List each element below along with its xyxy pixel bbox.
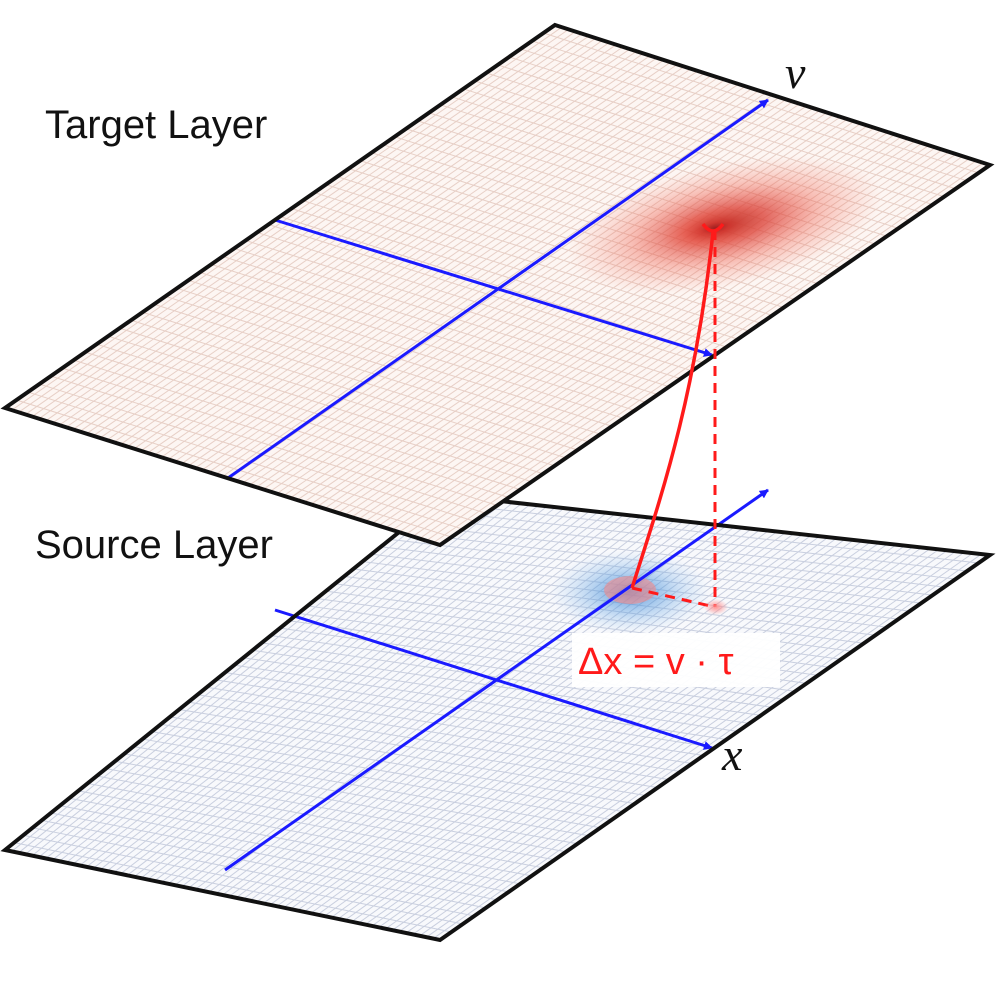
grid-line [106, 57, 658, 441]
grid-line [38, 35, 590, 420]
x-axis-label: x [721, 729, 743, 780]
grid-line [59, 42, 610, 426]
grid-line [412, 550, 957, 935]
grid-line [79, 504, 539, 866]
v-axis-label: v [785, 47, 806, 98]
grid-line [371, 545, 906, 927]
grid-line [11, 495, 454, 852]
grid-line [52, 501, 505, 861]
grid-line [358, 543, 889, 924]
grid-line [52, 39, 603, 424]
projected-point-marker [704, 599, 728, 615]
grid-line [385, 547, 923, 930]
grid-line [242, 101, 794, 484]
grid-line [405, 549, 948, 934]
grid-line [18, 496, 463, 854]
grid-line [79, 48, 631, 432]
grid-line [181, 81, 733, 465]
grid-line [154, 72, 705, 456]
displacement-connectors [630, 222, 728, 615]
trajectory-endpoint-cap [701, 222, 725, 233]
target-layer-label: Target Layer [45, 103, 267, 147]
grid-line [127, 511, 599, 876]
grid-line [113, 509, 582, 873]
grid-line [330, 539, 855, 918]
target-blob-core [661, 203, 769, 253]
grid-line [93, 506, 557, 869]
grid-line [31, 33, 583, 417]
grid-line [161, 74, 712, 458]
grid-line [337, 540, 863, 920]
grid-line [99, 507, 565, 871]
grid-line [229, 96, 780, 480]
grid-line [167, 77, 719, 460]
grid-line [93, 53, 644, 437]
grid-line [398, 548, 940, 932]
grid-line [235, 98, 787, 482]
source-axis-x [274, 608, 713, 750]
grid-line [392, 548, 931, 931]
grid-line [147, 514, 625, 880]
grid-line [25, 31, 576, 415]
grid-line [303, 535, 820, 913]
grid-line [147, 70, 699, 454]
source-plane-outline [0, 492, 996, 943]
grid-line [31, 498, 480, 857]
grid-line [45, 37, 597, 422]
grid-line [215, 92, 766, 475]
grid-line [72, 503, 531, 865]
grid-line [344, 541, 872, 921]
grid-line [195, 85, 746, 469]
grid-line [419, 551, 965, 937]
grid-line [45, 500, 497, 859]
grid-line [133, 66, 685, 450]
grid-line [18, 28, 569, 413]
source-layer-label: Source Layer [35, 523, 273, 567]
grid-line [290, 533, 803, 910]
source-layer: x [0, 488, 996, 943]
target-axis-v [227, 98, 769, 480]
grid-line [11, 26, 563, 411]
grid-line [86, 505, 548, 868]
grid-line [65, 44, 617, 428]
grid-line [174, 79, 726, 462]
grid-line [59, 502, 514, 862]
grid-line [364, 544, 897, 925]
grid-line [324, 538, 846, 917]
source-axis-v [224, 488, 769, 872]
grid-line [317, 537, 838, 916]
target-plane-outline [0, 22, 995, 548]
grid-line [188, 83, 739, 467]
grid-line [25, 497, 471, 855]
grid-line [113, 59, 665, 443]
grid-line [86, 50, 637, 435]
grid-line [120, 61, 671, 445]
grid-line [127, 63, 678, 447]
displacement-formula: Δx = v · τ [578, 641, 733, 683]
grid-line [222, 94, 773, 477]
grid-line [296, 534, 812, 911]
grid-line [208, 90, 760, 473]
grid-line [140, 68, 692, 452]
grid-line [99, 55, 651, 439]
grid-line [72, 46, 624, 430]
trajectory-curve [630, 231, 715, 589]
target-axis-x [274, 218, 713, 357]
target-layer: v [0, 22, 995, 548]
grid-line [120, 510, 591, 875]
grid-line [65, 503, 522, 864]
grid-line [106, 508, 574, 872]
formula-background [572, 633, 780, 687]
grid-line [201, 88, 753, 471]
grid-line [133, 512, 608, 878]
grid-line [378, 546, 914, 928]
grid-line [38, 499, 488, 858]
grid-line [154, 515, 633, 882]
projection-dashed-horizontal [631, 586, 716, 609]
grid-line [140, 513, 616, 879]
grid-line [351, 542, 880, 923]
grid-line [310, 536, 829, 914]
